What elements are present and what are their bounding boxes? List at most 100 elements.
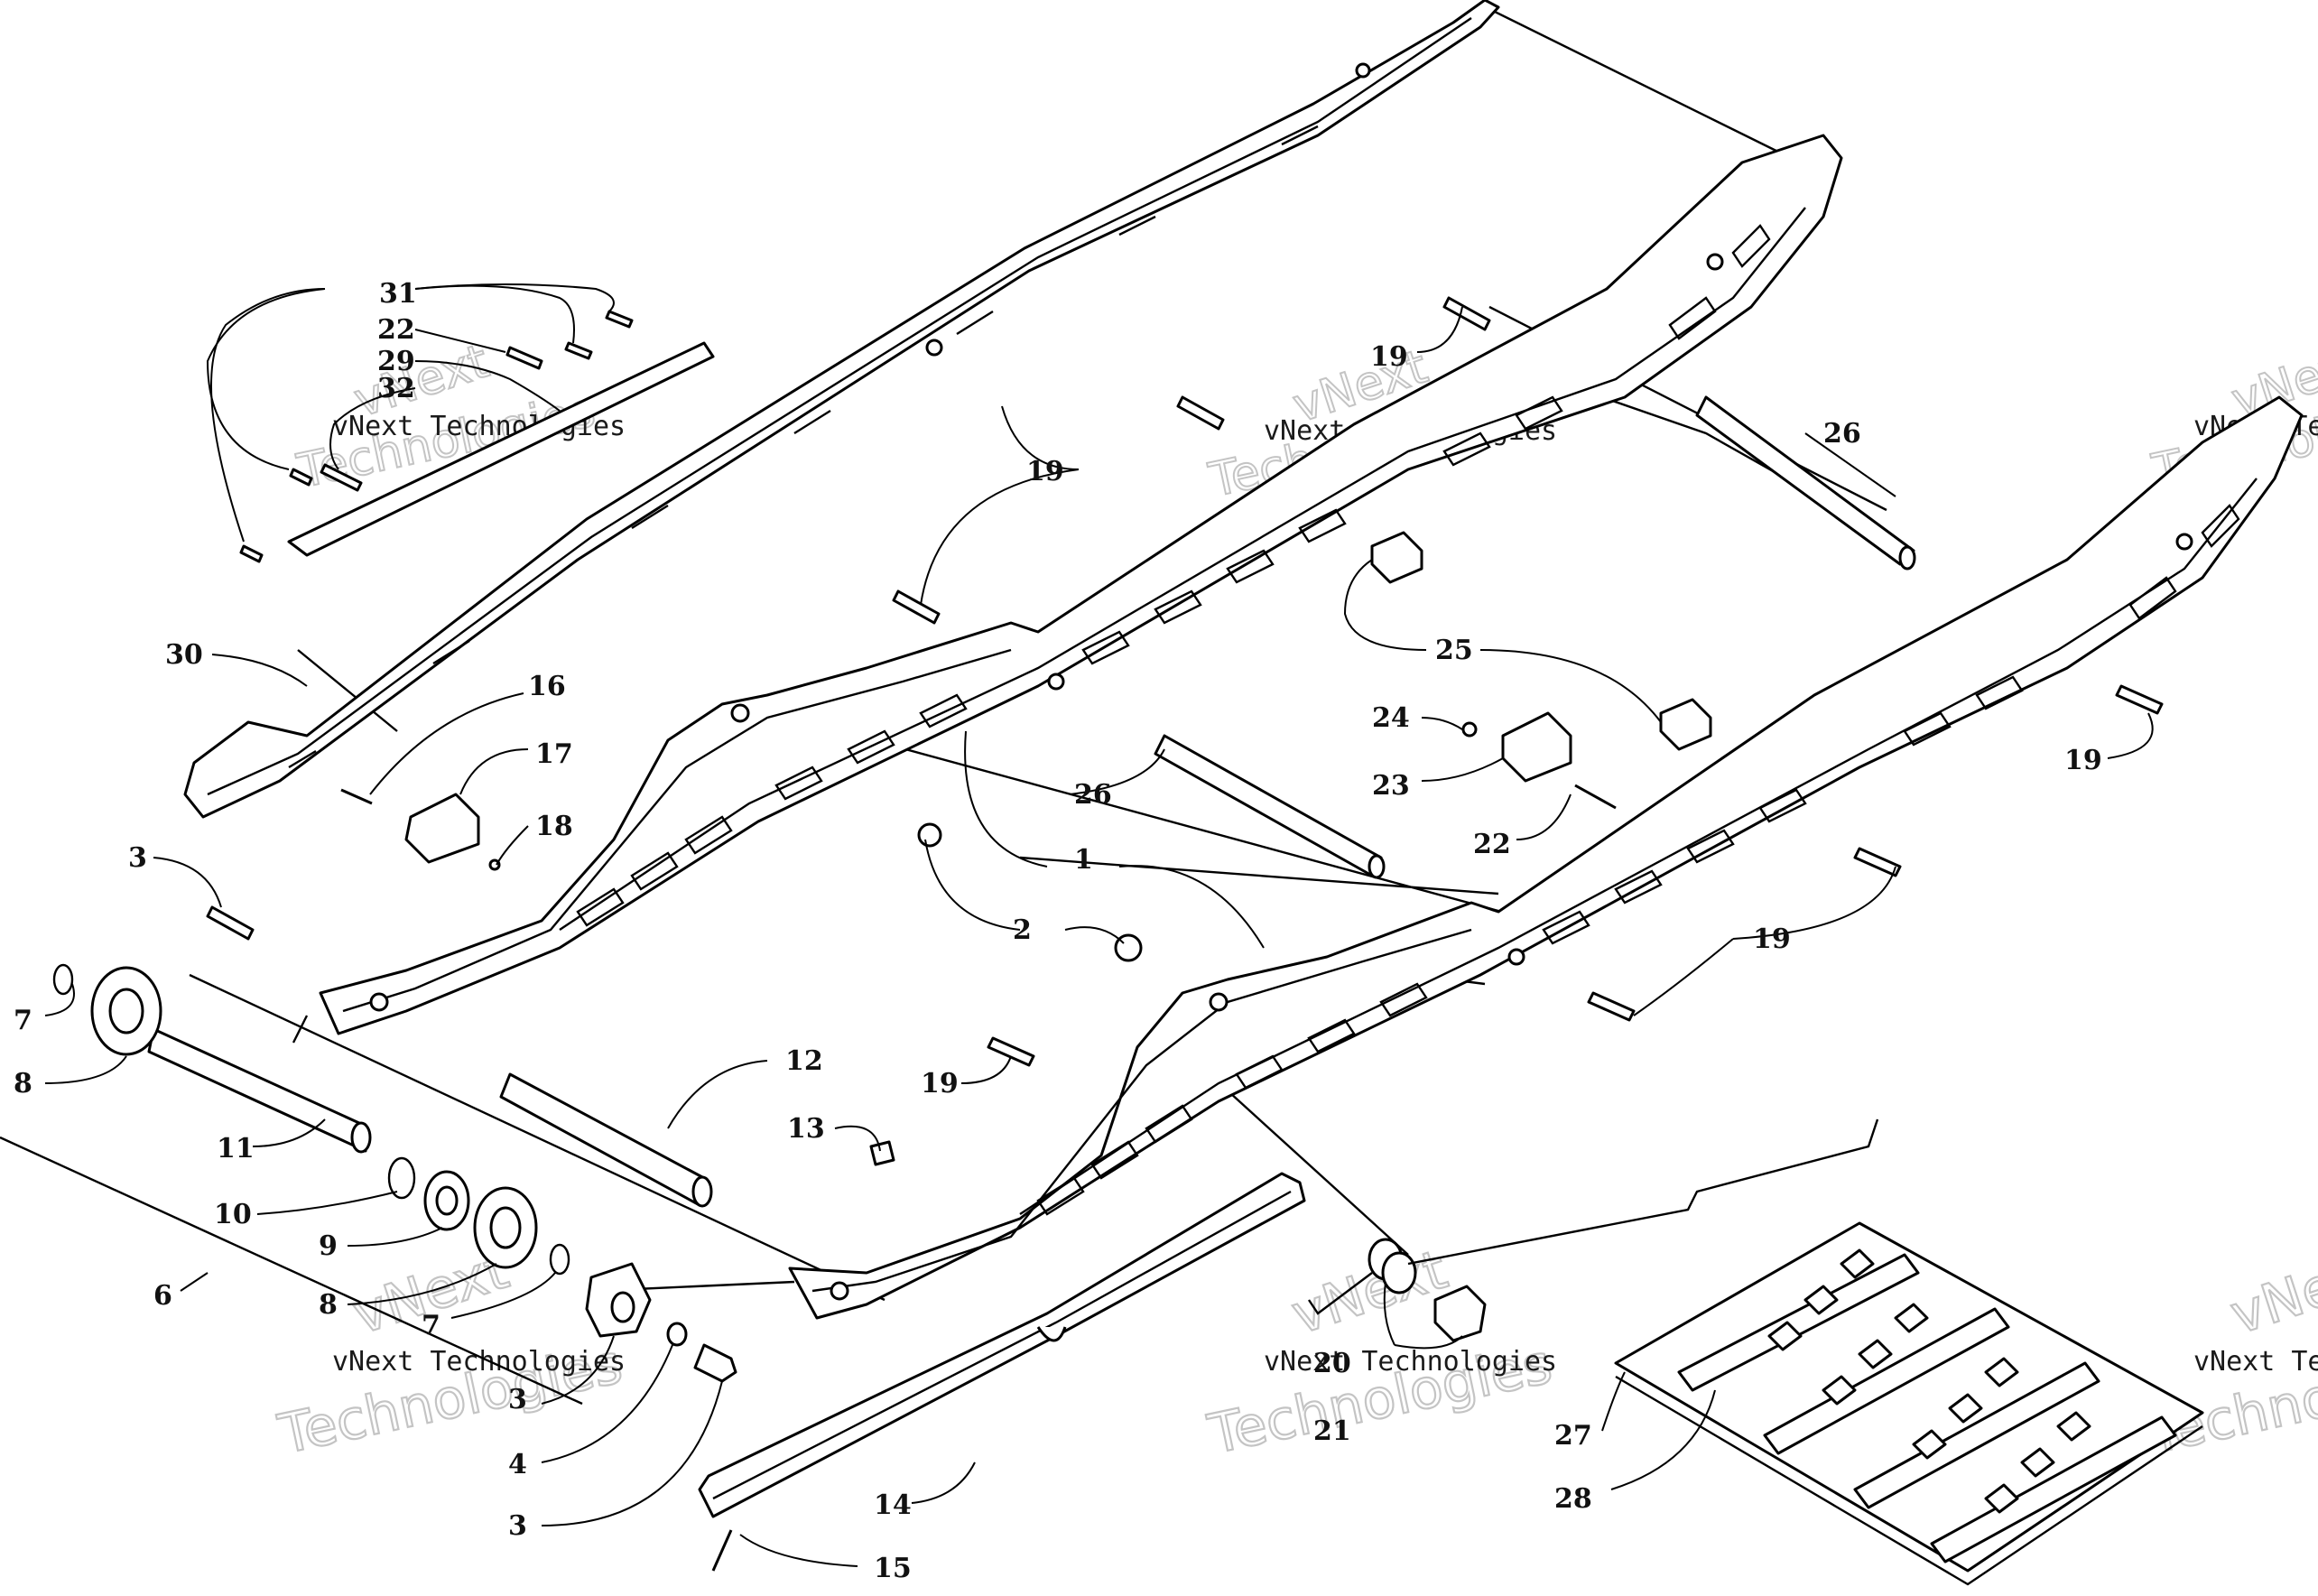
rail-inner-edge xyxy=(559,207,1806,931)
callout-7-lower: 7 xyxy=(422,1310,440,1341)
leader-17 xyxy=(459,748,529,795)
leader-10 xyxy=(256,1191,398,1215)
leader-12 xyxy=(667,1060,768,1129)
callout-11: 11 xyxy=(217,1133,255,1165)
track-lug xyxy=(1822,1375,1857,1406)
callout-19-lower: 19 xyxy=(921,1068,959,1100)
rail-hole xyxy=(1209,992,1229,1012)
track-lug xyxy=(1894,1303,1929,1333)
callout-25: 25 xyxy=(1435,635,1473,666)
snap-ring-7-upper xyxy=(52,963,74,996)
leader-20 xyxy=(1383,1281,1395,1346)
rail-hole xyxy=(1355,62,1371,79)
callout-27: 27 xyxy=(1554,1420,1592,1452)
callout-6: 6 xyxy=(153,1280,172,1312)
nut-24 xyxy=(1461,721,1478,738)
rail-hole xyxy=(1706,253,1724,271)
bolt-19 xyxy=(1587,991,1636,1022)
leader-19 xyxy=(1633,938,1734,1016)
leader-29 xyxy=(414,360,561,412)
callout-19-right: 19 xyxy=(2064,745,2102,776)
spring-coil xyxy=(1381,1251,1417,1294)
bearing-8-lower xyxy=(473,1186,538,1269)
leader-24 xyxy=(1421,717,1463,730)
leader-8-lower xyxy=(347,1263,497,1305)
callout-13: 13 xyxy=(787,1113,825,1145)
callout-31: 31 xyxy=(379,278,417,310)
leader-31 xyxy=(414,284,575,344)
bolt-22-lower xyxy=(1574,784,1617,810)
bolt-22-upper xyxy=(505,346,543,370)
callout-19-mid: 19 xyxy=(1753,923,1791,955)
bolt-29 xyxy=(320,463,363,492)
leader-23 xyxy=(1421,757,1504,782)
slide-rail-left xyxy=(319,134,1843,1035)
callout-14: 14 xyxy=(874,1489,912,1521)
leader-21 xyxy=(1394,1335,1463,1350)
track-lug xyxy=(1912,1429,1947,1460)
callout-32: 32 xyxy=(377,373,415,404)
leader-14 xyxy=(911,1461,976,1504)
callout-23: 23 xyxy=(1372,770,1410,802)
rail-hole xyxy=(1507,948,1525,966)
assembly-line xyxy=(1488,7,1797,162)
leader-7-lower xyxy=(450,1272,556,1319)
leader-1 xyxy=(1118,865,1265,949)
leader-1 xyxy=(964,730,1048,868)
bolts-19 xyxy=(892,296,2164,1067)
rail-body xyxy=(319,134,1843,1035)
track-lug xyxy=(1984,1357,2019,1387)
callout-1: 1 xyxy=(1074,844,1093,876)
rail-hole xyxy=(1047,673,1065,691)
block-23 xyxy=(1501,711,1572,783)
leader-6 xyxy=(180,1272,209,1292)
rail-curve-edge xyxy=(342,648,1012,1013)
shaft-12 xyxy=(499,1072,713,1208)
track-lug xyxy=(1803,1285,1839,1315)
bolt-31 xyxy=(605,310,634,329)
bushing-body xyxy=(1370,531,1423,584)
callout-20: 20 xyxy=(1313,1348,1351,1379)
leader-lines xyxy=(44,283,2154,1567)
rail-hole xyxy=(830,1281,849,1301)
end-cap-5 xyxy=(585,1262,652,1338)
callout-labels: 1 2 3 3 3 4 6 7 7 8 8 9 10 11 12 13 14 1… xyxy=(14,278,2102,1584)
leader-7-upper xyxy=(44,983,75,1016)
bearing-inner xyxy=(108,988,144,1035)
leader-19 xyxy=(1001,405,1080,470)
callout-8-upper: 8 xyxy=(14,1068,32,1100)
callout-26-left: 26 xyxy=(1074,779,1112,811)
shaft-end xyxy=(691,1175,713,1208)
shaft-11 xyxy=(147,1027,372,1154)
spacer-26-right xyxy=(1695,395,1916,571)
wear-strip-14 xyxy=(698,1172,1306,1518)
leader-26 xyxy=(1069,748,1165,795)
spacer-26-left xyxy=(1154,734,1386,879)
rail-cutouts xyxy=(288,125,1319,769)
track-lug xyxy=(2020,1447,2055,1478)
rail-hole xyxy=(369,992,389,1012)
spacer-end xyxy=(1368,854,1386,879)
leader-2 xyxy=(924,839,1021,931)
cap-21 xyxy=(1433,1285,1487,1342)
rail-inner-edge xyxy=(1019,478,2258,1216)
strip-edge xyxy=(712,1190,1292,1500)
rail-30-top xyxy=(183,0,1500,819)
track-clip-bar xyxy=(1853,1361,2100,1509)
callout-7-upper: 7 xyxy=(14,1005,32,1036)
callout-3-upper: 3 xyxy=(128,842,147,874)
bolt-19 xyxy=(1853,847,1902,877)
leader-25 xyxy=(1479,649,1662,723)
leader-31 xyxy=(206,288,326,470)
bushing-25-upper xyxy=(1370,531,1423,584)
callout-16: 16 xyxy=(528,671,566,702)
block-body xyxy=(404,793,480,864)
callout-19-top: 19 xyxy=(1370,341,1408,373)
bolt-19 xyxy=(2115,684,2164,715)
leader-31 xyxy=(210,288,326,543)
spring-arm xyxy=(1407,1118,1879,1266)
assembly-line xyxy=(0,1136,583,1406)
callout-24: 24 xyxy=(1372,702,1410,734)
callout-10: 10 xyxy=(214,1199,252,1230)
